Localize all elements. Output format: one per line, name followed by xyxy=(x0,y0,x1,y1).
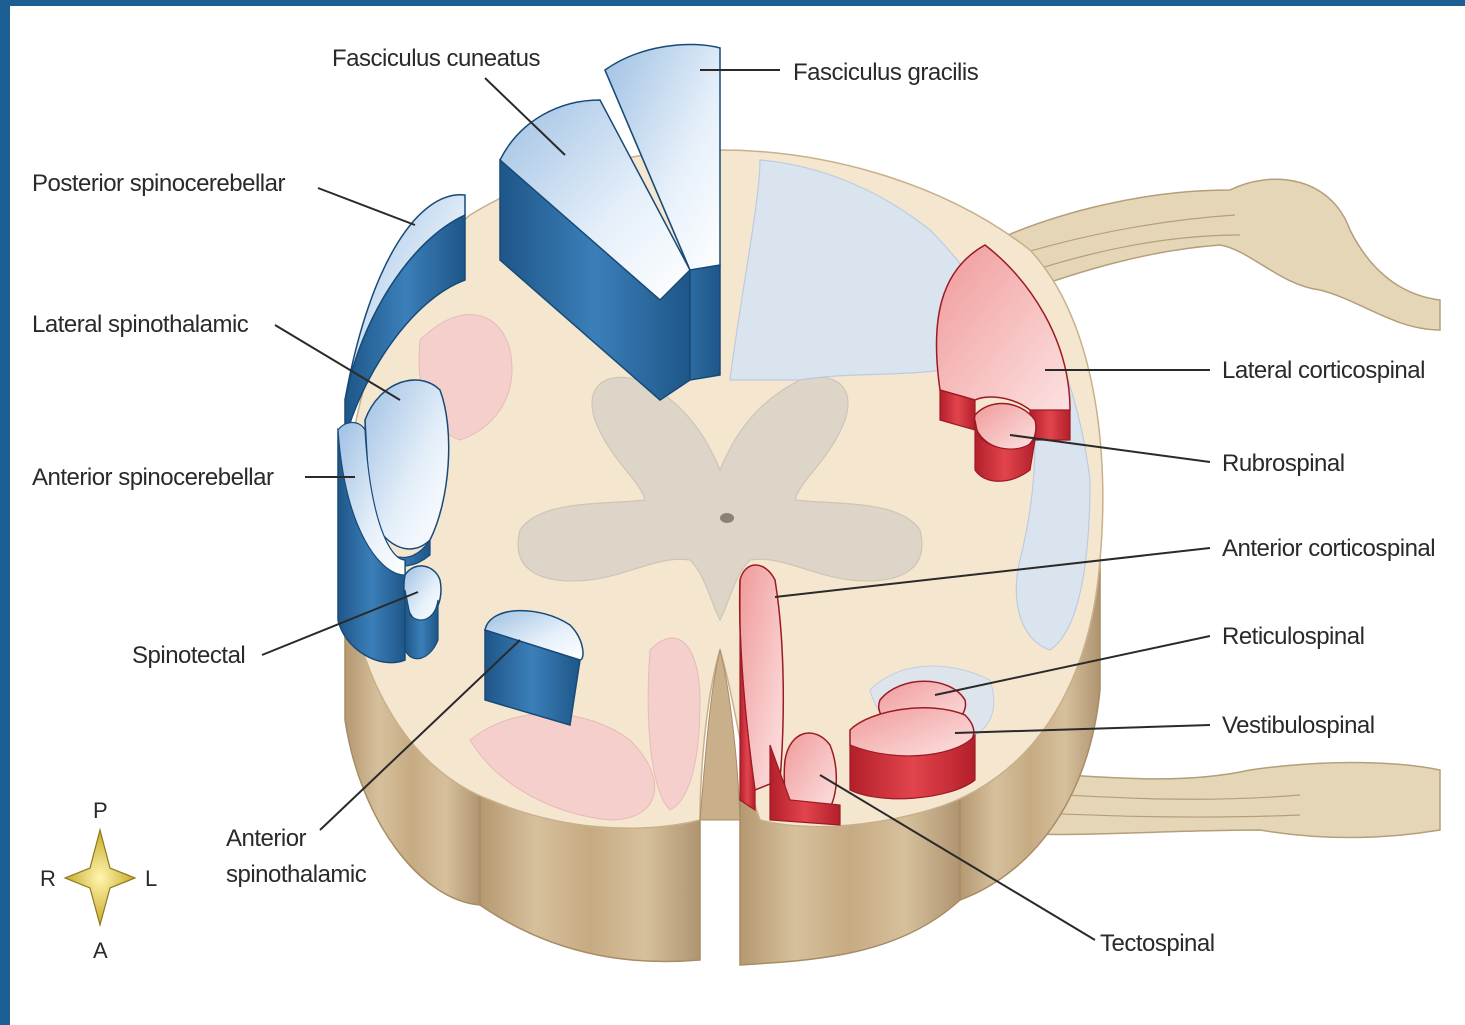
tract-vestibulospinal xyxy=(850,708,975,799)
compass-anterior: A xyxy=(93,938,108,963)
tract-rubrospinal xyxy=(975,404,1036,482)
label-reticulospinal: Reticulospinal xyxy=(1222,623,1364,650)
label-tectospinal: Tectospinal xyxy=(1100,930,1215,957)
label-fasciculus-gracilis: Fasciculus gracilis xyxy=(793,59,979,86)
compass-left: L xyxy=(145,866,157,891)
label-anterior-spinothalamic-line2: spinothalamic xyxy=(226,861,367,888)
label-lateral-corticospinal: Lateral corticospinal xyxy=(1222,357,1425,384)
label-fasciculus-cuneatus: Fasciculus cuneatus xyxy=(332,45,540,72)
orientation-compass: P A R L xyxy=(40,798,157,963)
tract-spinotectal xyxy=(404,566,441,659)
compass-posterior: P xyxy=(93,798,108,823)
label-anterior-spinothalamic-line1: Anterior xyxy=(226,825,307,852)
label-spinotectal: Spinotectal xyxy=(132,642,245,669)
compass-right: R xyxy=(40,866,56,891)
label-anterior-corticospinal: Anterior corticospinal xyxy=(1222,535,1435,562)
compass-star-icon xyxy=(65,830,135,925)
label-vestibulospinal: Vestibulospinal xyxy=(1222,712,1375,739)
label-rubrospinal: Rubrospinal xyxy=(1222,450,1345,477)
label-posterior-spinocerebellar: Posterior spinocerebellar xyxy=(32,170,285,197)
label-anterior-spinocerebellar: Anterior spinocerebellar xyxy=(32,464,274,491)
label-lateral-spinothalamic: Lateral spinothalamic xyxy=(32,311,249,338)
